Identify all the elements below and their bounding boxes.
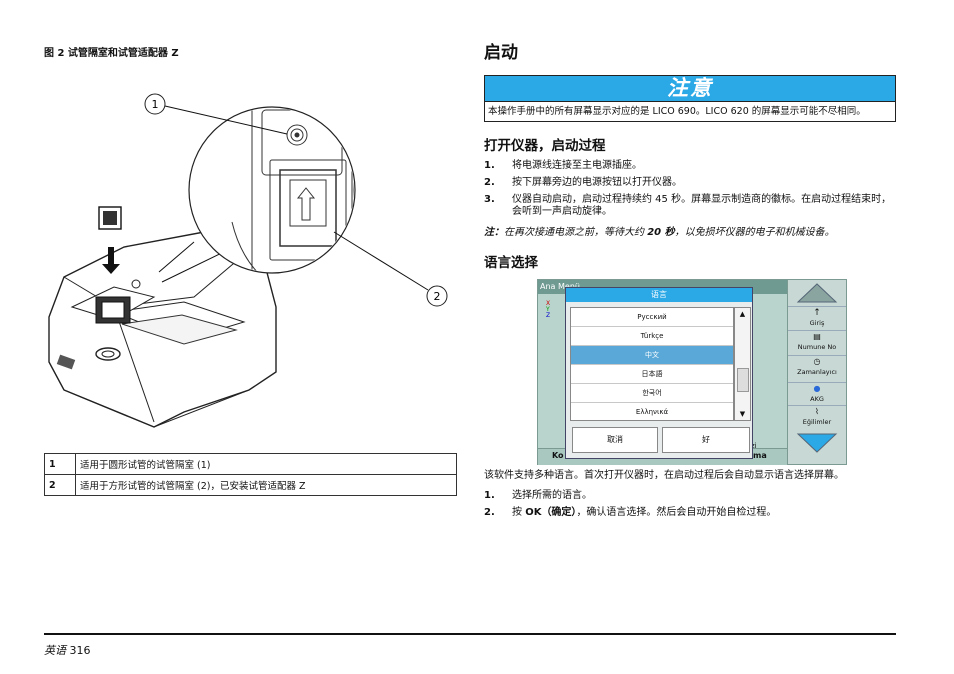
side-item-akg[interactable]: ● AKG [788, 382, 846, 405]
startup-steps: 1. 将电源线连接至主电源插座。 2. 按下屏幕旁边的电源按钮以打开仪器。 3. 仪器… [484, 160, 896, 218]
notice-header: 注意 [485, 76, 895, 102]
bg-zi-label: zi [751, 442, 757, 450]
page-number: 316 [69, 644, 91, 657]
language-option[interactable]: 日本語 [571, 365, 733, 384]
step-text: 将电源线连接至主电源插座。 [512, 160, 642, 171]
list-item: 2. 按 OK（确定），确认语言选择。然后会自动开始自检过程。 [484, 507, 896, 519]
side-item-label: Zamanlayıcı [797, 368, 837, 376]
instrument-illustration: 1 2 [48, 93, 448, 428]
step-bold: OK（确定） [525, 507, 577, 518]
warning-note: 注：在再次接通电源之前，等待大约 20 秒，以免损坏仪器的电子和机械设备。 [484, 226, 896, 239]
legend-num: 2 [44, 474, 76, 496]
scroll-down-icon[interactable]: ▼ [739, 410, 746, 418]
trend-icon: ⌇ [815, 407, 819, 416]
bg-bottom-left-label: Ko [552, 451, 564, 460]
legend-text: 适用于方形试管的试管隔室 (2)，已安装试管适配器 Z [75, 474, 457, 496]
list-item: 2. 按下屏幕旁边的电源按钮以打开仪器。 [484, 177, 896, 189]
legend-table: 1 适用于圆形试管的试管隔室 (1) 2 适用于方形试管的试管隔室 (2)，已安… [44, 453, 457, 496]
ok-button[interactable]: 好 [662, 427, 750, 453]
step-text: 选择所需的语言。 [512, 490, 592, 501]
scroll-down-arrow-icon[interactable] [788, 430, 846, 456]
page-title: 启动 [484, 43, 518, 63]
language-option[interactable]: Türkçe [571, 327, 733, 346]
callout-2: 2 [434, 290, 441, 303]
step-number: 2. [484, 177, 495, 188]
language-option[interactable]: Ελληνικά [635, 408, 669, 416]
legend-row: 2 适用于方形试管的试管隔室 (2)，已安装试管适配器 Z [44, 474, 457, 496]
scroll-up-arrow-icon[interactable] [788, 280, 846, 306]
list-item: 1. 将电源线连接至主电源插座。 [484, 160, 896, 172]
side-item-label: Eğilimler [802, 418, 832, 426]
arrow-up-icon: ↑ [813, 308, 821, 318]
side-item-label: Giriş [809, 319, 825, 327]
section-title: 语言选择 [484, 255, 538, 271]
language-option[interactable]: Русский [571, 308, 733, 327]
language-dialog: 语言 Русский Türkçe 中文 日本語 한국어 Ελληνικά ▲ … [565, 287, 753, 459]
side-menu: ↑Giriş ▤ Numune No ◷ Zamanlayıcı ● AKG ⌇ Eği… [787, 279, 847, 465]
scroll-up-icon[interactable]: ▲ [739, 310, 746, 318]
y-axis-label: Y [546, 306, 550, 313]
legend-row: 1 适用于圆形试管的试管隔室 (1) [44, 453, 457, 475]
legend-text: 适用于圆形试管的试管隔室 (1) [75, 453, 457, 475]
cancel-button[interactable]: 取消 [572, 427, 658, 453]
step-number: 1. [484, 490, 495, 501]
page-footer: 英语 316 [44, 642, 91, 658]
step-number: 3. [484, 194, 495, 205]
list-scrollbar[interactable]: ▲ ▼ [734, 307, 751, 421]
notice-box: 注意 本操作手册中的所有屏幕显示对应的是 LICO 690。LICO 620 的… [484, 75, 896, 122]
side-item-label: AKG [810, 395, 824, 403]
bg-bottom-right-label: ma [753, 451, 767, 460]
step-number: 2. [484, 507, 495, 518]
timer-icon: ◷ [813, 357, 821, 366]
note-label: 注： [484, 227, 504, 238]
language-option-selected[interactable]: 中文 [571, 346, 733, 365]
list-item: 3. 仪器自动启动，启动过程持续约 45 秒。屏幕显示制造商的徽标。在启动过程结束… [484, 194, 896, 218]
step-text: 仪器自动启动，启动过程持续约 45 秒。屏幕显示制造商的徽标。在启动过程结束时，… [512, 194, 892, 217]
footer-divider [44, 633, 896, 635]
x-axis-label: X [546, 300, 551, 307]
side-item-label: Numune No [797, 343, 837, 351]
dialog-title: 语言 [566, 288, 752, 302]
step-text: 按 [512, 507, 526, 518]
language-option[interactable]: 한국어 [571, 384, 733, 403]
step-text: 按下屏幕旁边的电源按钮以打开仪器。 [512, 177, 682, 188]
figure-caption: 图 2 试管隔室和试管适配器 Z [44, 48, 179, 59]
sample-id-icon: ▤ [813, 332, 821, 341]
quality-icon: ● [813, 384, 821, 393]
side-item-numune-no[interactable]: ▤ Numune No [788, 330, 846, 355]
notice-text: 本操作手册中的所有屏幕显示对应的是 LICO 690。LICO 620 的屏幕显… [488, 106, 866, 117]
step-number: 1. [484, 160, 495, 171]
callout-1: 1 [152, 98, 159, 111]
footer-language: 英语 [44, 644, 66, 657]
language-screen: Ana Menü X Y Z Ko zi ma 语言 Русский Türkç… [537, 279, 847, 465]
scrollbar-thumb[interactable] [737, 368, 749, 392]
notice-title: 注意 [667, 76, 713, 100]
language-paragraph: 该软件支持多种语言。首次打开仪器时，在启动过程后会自动显示语言选择屏幕。 [484, 470, 844, 481]
side-item-giris[interactable]: ↑Giriş [788, 306, 846, 330]
section-title: 打开仪器，启动过程 [484, 138, 606, 154]
legend-num: 1 [44, 453, 76, 475]
right-column: 启动 注意 本操作手册中的所有屏幕显示对应的是 LICO 690。LICO 62… [484, 38, 896, 524]
side-item-zamanlayici[interactable]: ◷ Zamanlayıcı [788, 355, 846, 382]
note-text-2: ，以免损坏仪器的电子和机械设备。 [674, 227, 835, 238]
note-bold: 20 秒 [647, 227, 675, 238]
z-axis-label: Z [546, 312, 551, 319]
language-steps: 1. 选择所需的语言。 2. 按 OK（确定），确认语言选择。然后会自动开始自检过程… [484, 490, 896, 519]
step-text: ，确认语言选择。然后会自动开始自检过程。 [576, 507, 777, 518]
language-list[interactable]: Русский Türkçe 中文 日本語 한국어 Ελληνικά [570, 307, 734, 421]
list-item: 1. 选择所需的语言。 [484, 490, 896, 502]
note-text: 在再次接通电源之前，等待大约 [504, 227, 648, 238]
side-item-egilimler[interactable]: ⌇ Eğilimler [788, 405, 846, 430]
